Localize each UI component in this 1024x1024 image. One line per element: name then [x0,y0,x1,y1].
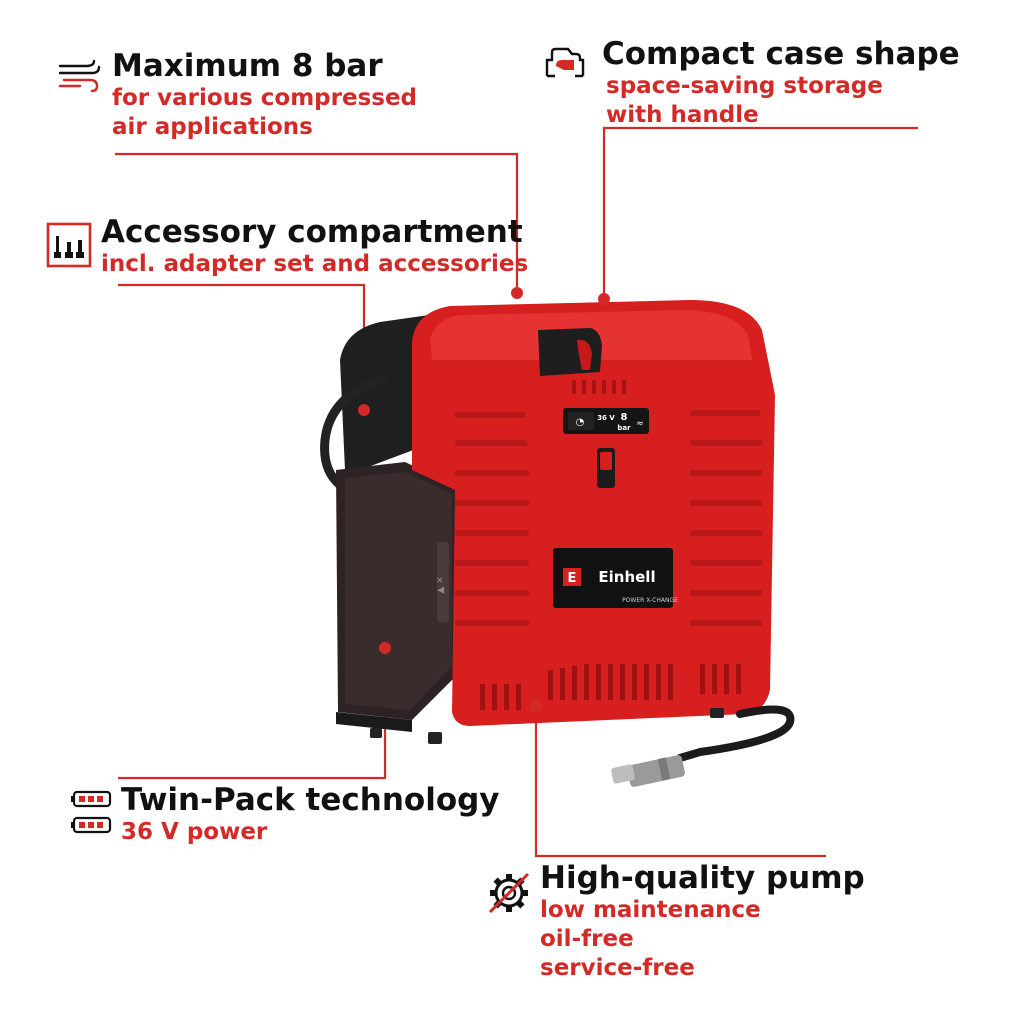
feature-pressure: Maximum 8 bar for various compressed air… [112,48,417,142]
air-hose [676,705,795,762]
feature-pump: High-quality pump low maintenance oil-fr… [540,860,865,983]
gear-icon [488,872,530,914]
feature-twinpack-title: Twin-Pack technology [121,782,500,818]
feature-pump-line-3: service-free [540,955,695,981]
brand-tagline: POWER X-CHANGE [622,597,678,604]
callout-line-pressure [115,152,519,293]
power-switch [597,448,615,488]
svg-text:8: 8 [621,412,628,423]
case-icon [545,47,585,78]
feature-case-line-2: with handle [606,102,759,128]
feature-accessory-title: Accessory compartment [101,214,523,250]
case-body [412,300,775,726]
quick-coupler [611,755,685,787]
feature-pump-title: High-quality pump [540,860,865,896]
svg-text:E: E [568,571,577,586]
callout-line-pump [534,706,826,858]
brand-plate: E Einhell POWER X-CHANGE [553,548,678,608]
spec-label: ◔ 36 V 8 bar ≈ [563,408,649,434]
svg-text:36 V: 36 V [597,414,615,422]
battery-icon [71,790,112,834]
feature-twinpack-line-1: 36 V power [121,819,268,845]
feature-accessory: Accessory compartment incl. adapter set … [101,214,528,279]
hose-coil [320,373,390,490]
brand-name: Einhell [598,568,655,586]
accessories-icon [46,222,92,268]
callout-line-case [602,126,918,299]
feature-pressure-title: Maximum 8 bar [112,48,383,84]
svg-text:≈: ≈ [636,419,644,429]
svg-text:◔: ◔ [576,417,585,428]
feature-case-title: Compact case shape [602,36,960,72]
feature-twinpack: Twin-Pack technology 36 V power [121,782,500,847]
svg-text:bar: bar [617,424,631,432]
feature-pump-line-2: oil-free [540,926,634,952]
feature-case: Compact case shape space-saving storage … [602,36,960,130]
feature-pump-line-1: low maintenance [540,897,761,923]
handle-opening [538,328,602,376]
feature-accessory-line-1: incl. adapter set and accessories [101,251,529,277]
feature-pressure-line-1: for various compressed [112,85,418,111]
feature-pressure-line-2: air applications [112,114,313,140]
wind-icon [58,59,101,93]
feature-case-line-1: space-saving storage [606,73,883,99]
svg-text:▲ ✕: ▲ ✕ [436,576,446,593]
